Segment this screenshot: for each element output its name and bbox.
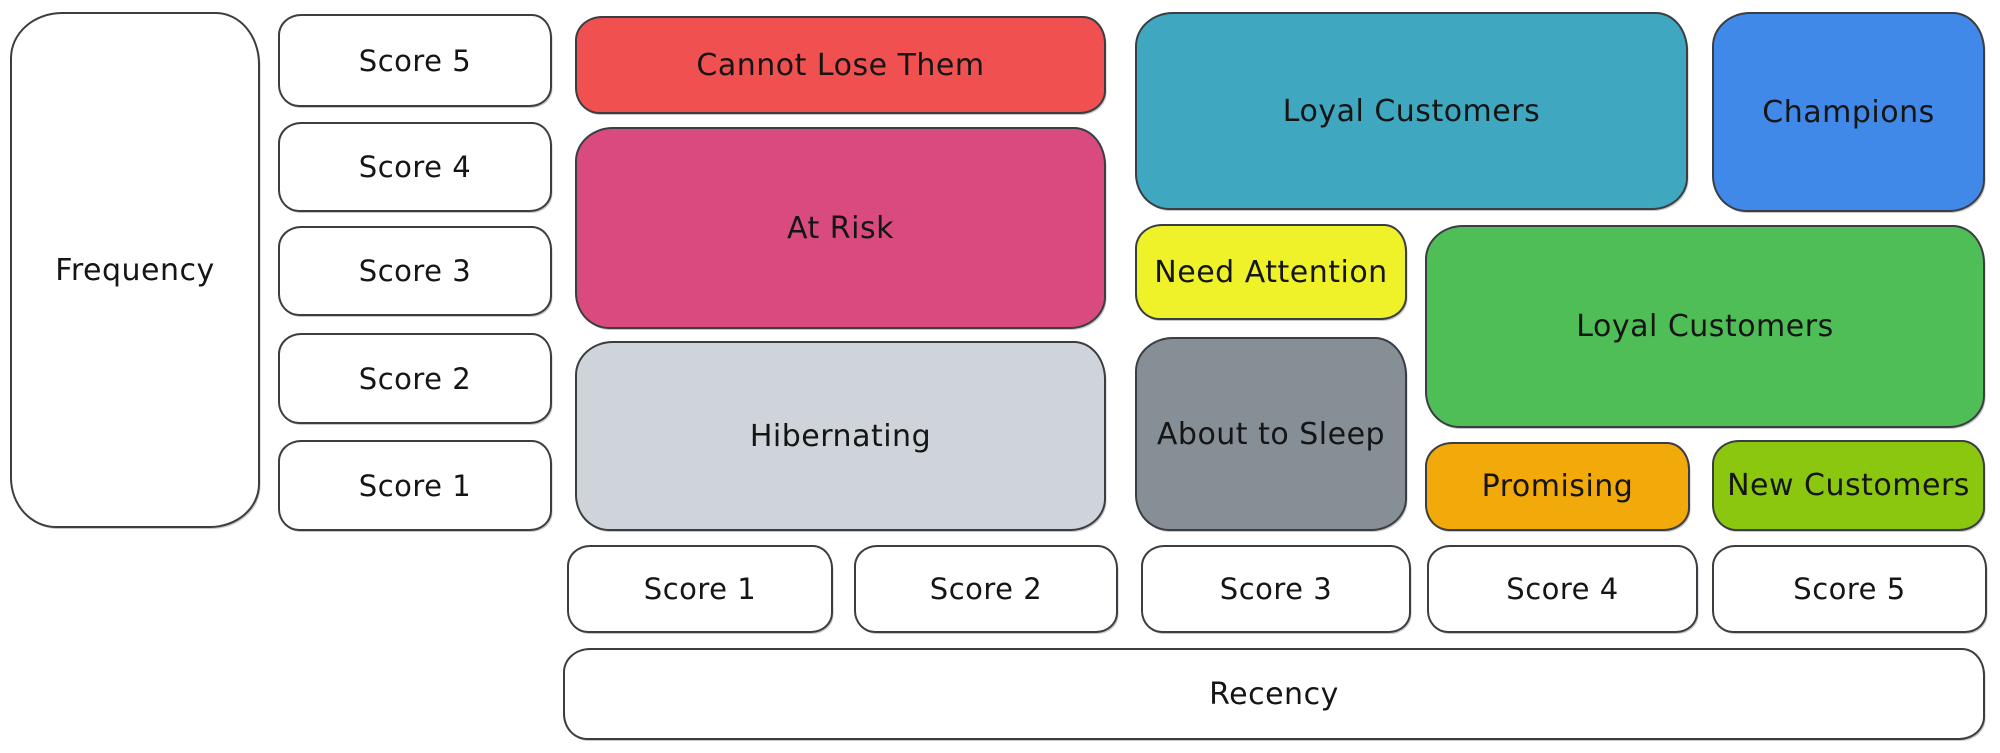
recency-score-1[interactable]: Score 1 bbox=[567, 545, 833, 633]
frequency-score-1-text: Score 1 bbox=[358, 468, 472, 503]
recency-score-4-text: Score 4 bbox=[1506, 572, 1619, 606]
frequency-score-1[interactable]: Score 1 bbox=[278, 440, 552, 531]
segment-about-to-sleep-label: About to Sleep bbox=[1156, 416, 1386, 452]
recency-score-4[interactable]: Score 4 bbox=[1427, 545, 1698, 633]
segment-about-to-sleep[interactable]: About to Sleep bbox=[1135, 337, 1407, 531]
recency-score-1-text: Score 1 bbox=[643, 572, 757, 606]
segment-champions-label: Champions bbox=[1762, 94, 1935, 130]
frequency-axis-label[interactable]: Frequency bbox=[10, 12, 260, 528]
segment-at-risk[interactable]: At Risk bbox=[575, 127, 1106, 329]
recency-axis-text: Recency bbox=[1209, 676, 1339, 712]
segment-new-customers-label: New Customers bbox=[1727, 468, 1970, 503]
segment-at-risk-label: At Risk bbox=[787, 210, 894, 246]
segment-loyal-customers-top[interactable]: Loyal Customers bbox=[1135, 12, 1688, 210]
segment-hibernating-label: Hibernating bbox=[749, 418, 932, 454]
segment-new-customers[interactable]: New Customers bbox=[1712, 440, 1985, 531]
frequency-score-4-text: Score 4 bbox=[358, 150, 472, 184]
frequency-score-5-text: Score 5 bbox=[358, 43, 472, 78]
segment-hibernating[interactable]: Hibernating bbox=[575, 341, 1106, 531]
frequency-score-4[interactable]: Score 4 bbox=[278, 122, 552, 212]
segment-promising-label: Promising bbox=[1481, 469, 1634, 504]
recency-score-3-text: Score 3 bbox=[1219, 572, 1333, 606]
recency-score-2[interactable]: Score 2 bbox=[854, 545, 1118, 633]
segment-need-attention-label: Need Attention bbox=[1154, 254, 1388, 290]
frequency-score-2[interactable]: Score 2 bbox=[278, 333, 552, 424]
frequency-axis-text: Frequency bbox=[55, 252, 215, 288]
recency-axis-label[interactable]: Recency bbox=[563, 648, 1985, 740]
frequency-score-3[interactable]: Score 3 bbox=[278, 226, 552, 316]
frequency-score-3-text: Score 3 bbox=[358, 254, 472, 288]
segment-loyal-customers-right[interactable]: Loyal Customers bbox=[1425, 225, 1985, 428]
recency-score-5-text: Score 5 bbox=[1793, 572, 1906, 606]
segment-promising[interactable]: Promising bbox=[1425, 442, 1690, 531]
recency-score-5[interactable]: Score 5 bbox=[1712, 545, 1987, 633]
frequency-score-2-text: Score 2 bbox=[358, 361, 472, 396]
segment-champions[interactable]: Champions bbox=[1712, 12, 1985, 212]
segment-cannot-lose-them-label: Cannot Lose Them bbox=[696, 47, 985, 83]
segment-loyal-customers-right-label: Loyal Customers bbox=[1576, 309, 1834, 344]
segment-loyal-customers-top-label: Loyal Customers bbox=[1282, 93, 1541, 129]
recency-score-3[interactable]: Score 3 bbox=[1141, 545, 1411, 633]
segment-cannot-lose-them[interactable]: Cannot Lose Them bbox=[575, 16, 1106, 114]
frequency-score-5[interactable]: Score 5 bbox=[278, 14, 552, 107]
recency-score-2-text: Score 2 bbox=[929, 572, 1043, 606]
segment-need-attention[interactable]: Need Attention bbox=[1135, 224, 1407, 320]
